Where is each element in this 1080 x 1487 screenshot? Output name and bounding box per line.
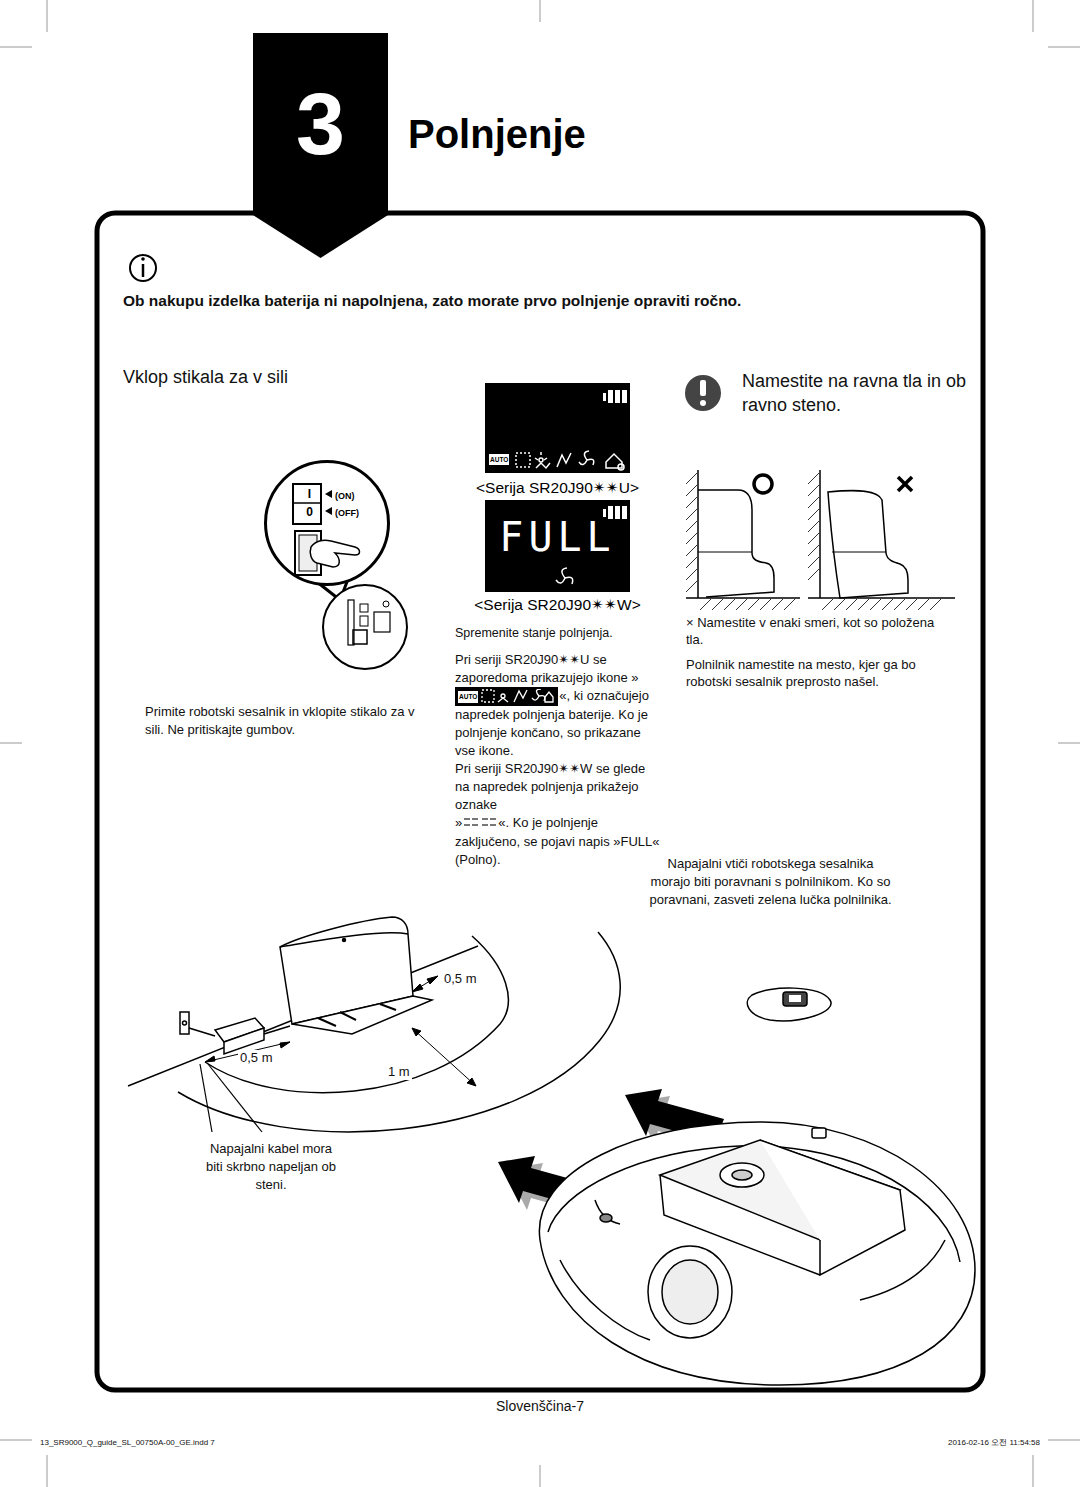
panel-frame [97,213,983,1390]
lcd-display-w [485,500,630,592]
model-caption: <Serija SR20J90✴✴W> [455,596,660,614]
placement-ok-illustration [686,470,800,610]
section-heading: Namestite na ravna tla in ob ravno steno… [742,369,967,417]
paragraph-text: Pri seriji SR20J90✴✴W se glede na napred… [455,760,663,814]
model-caption: <Serija SR20J90✴✴U> [455,479,660,497]
switch-zoom-circle: I 0 (ON) (OFF) [264,460,390,586]
dimension-label: 0,5 m [238,1050,275,1066]
info-icon [130,255,156,281]
charger-contact-icon [747,988,831,1021]
switch-drawing [267,463,387,583]
switch-mark: 0 [302,506,317,520]
segment-marks-icon [463,816,497,828]
lcd-display-u [485,383,630,473]
switch-mark: I [302,488,317,502]
caution-icon [685,375,721,411]
segment-marks [463,815,497,833]
instruction-text: Primite robotski sesalnik in vklopite st… [145,703,425,739]
lcd-display-node: FULL <Serija SR20J90✴✴W> [455,500,660,617]
dimension-label: 1 m [386,1064,412,1080]
switch-location-callout [312,574,407,669]
dimension-label: 0,5 m [442,971,479,987]
inline-icons [481,689,555,704]
page-number: Slovenščina-7 [0,1398,1080,1415]
switch-state-label: (OFF) [335,508,359,518]
print-slug: 2016-02-16 오전 11:54:58 [850,1438,1040,1448]
intro-note: Ob nakupu izdelka baterija ni napolnjena… [123,292,973,311]
callout-text: Napajalni vtiči robotskega sesalnika mor… [648,855,893,909]
inline-icon-strip: AUTO [455,687,558,706]
switch-state-label: (ON) [335,491,355,501]
mode-icon-text: AUTO [489,454,509,465]
paragraph-text: » [455,815,462,830]
chapter-number: 3 [253,73,388,174]
inline-mode-icon-text: AUTO [458,691,478,703]
print-slug: 13_SR9000_Q_guide_SL_00750A-00_GE.indd 7 [40,1438,460,1448]
chapter-number-tab: 3 [253,33,388,258]
note-text: Polnilnik namestite na mesto, kjer ga bo… [686,656,958,690]
lcd-full-text: FULL [485,514,630,560]
note-text: × Namestite v enaki smeri, kot so polože… [686,614,948,648]
charging-station-illustration [128,917,620,1132]
instruction-subheading: Spremenite stanje polnjenja. [455,626,670,641]
page-title: Polnjenje [408,112,586,157]
section-heading: Vklop stikala za v sili [123,367,443,389]
inline-mode-icons [481,689,555,703]
callout-text: Napajalni kabel mora biti skrbno napelja… [205,1140,337,1194]
paragraph-text: «. Ko je polnjenje zaključeno, se pojavi… [455,815,660,867]
placement-wrong-illustration [808,470,955,610]
robot-vacuum-illustration [539,1122,975,1385]
paragraph-text: Pri seriji SR20J90✴✴U se zaporedoma prik… [455,652,639,685]
lcd-display-node: AUTO <Serija SR20J90✴✴U> [455,383,660,500]
charging-status-paragraph: Pri seriji SR20J90✴✴U se zaporedoma prik… [455,651,663,869]
